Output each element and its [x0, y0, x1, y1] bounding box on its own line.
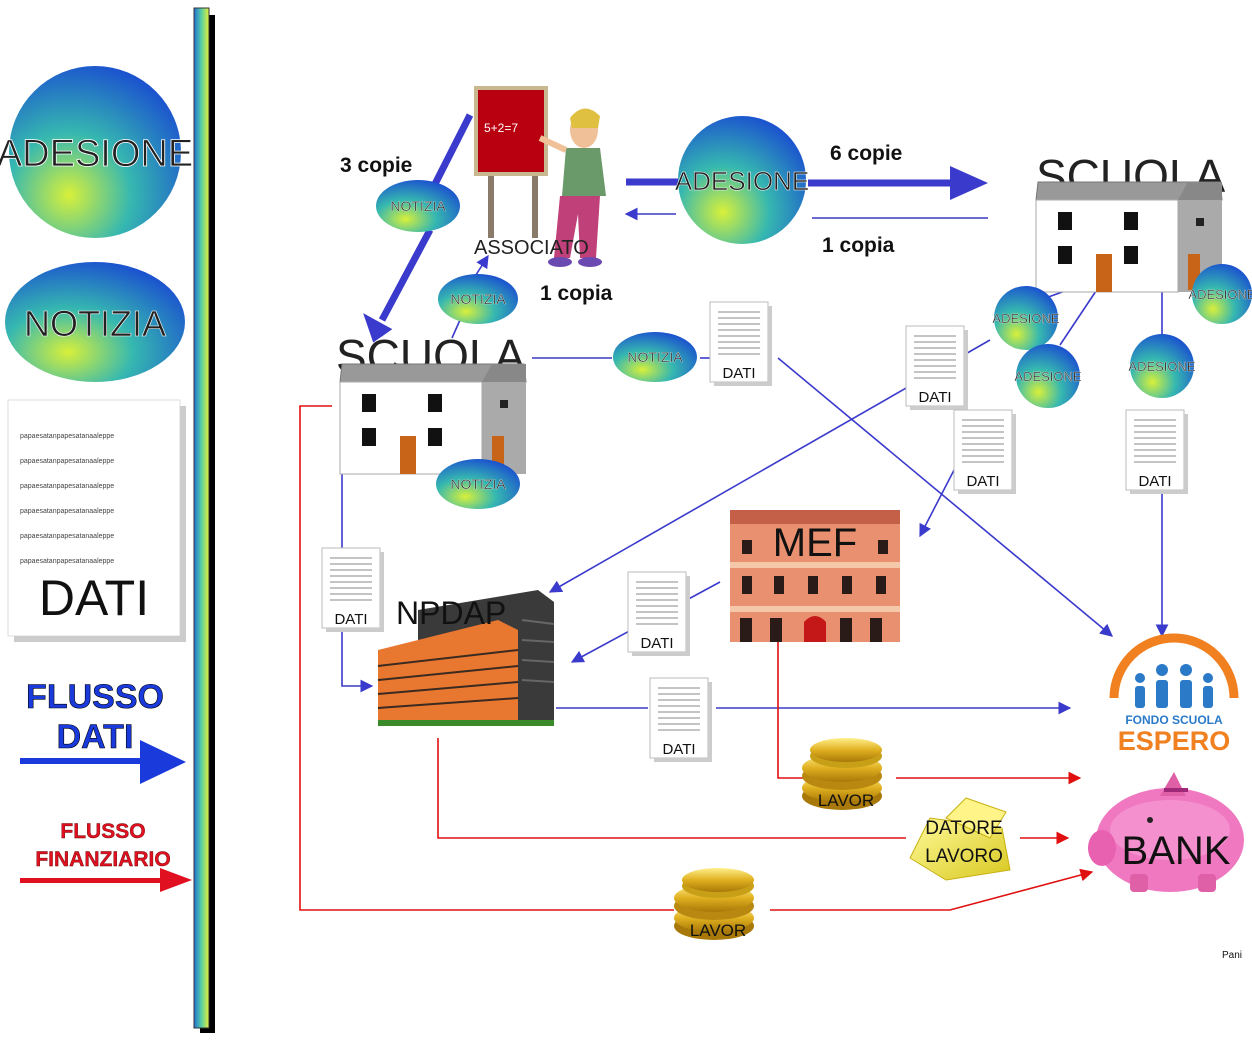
datore-label-line2: LAVORO [925, 846, 1003, 867]
svg-text:DATI: DATI [966, 473, 999, 490]
notizia-ellipse: NOTIZIA [436, 459, 520, 509]
svg-text:NOTIZIA: NOTIZIA [627, 349, 683, 365]
scuola-right: SCUOLA [1035, 150, 1225, 293]
dati-document: DATI [627, 571, 691, 657]
notizia-ellipse: NOTIZIA [613, 332, 697, 382]
legend-doc-line: papaesatanpapesatanaaleppe [20, 558, 114, 565]
inpdap-label: NPDAP [396, 595, 506, 631]
espero-bottom-label: ESPERO [1118, 726, 1231, 756]
notizia-ellipse: NOTIZIA [438, 274, 518, 324]
dati-document: DATI [321, 547, 385, 633]
svg-text:DATI: DATI [722, 365, 755, 382]
adesione-ball-small: ADESIONE [1014, 344, 1082, 408]
mef-building: MEF [730, 510, 900, 642]
associato-chalkboard: 5+2=7 [474, 86, 548, 238]
dati-document: DATI [953, 409, 1017, 495]
adesione-ball-small: ADESIONE [992, 286, 1060, 350]
svg-text:ADESIONE: ADESIONE [992, 311, 1060, 326]
legend-notizia-label: NOTIZIA [24, 303, 166, 344]
legend-flusso-fin-line2: FINANZIARIO [35, 848, 170, 871]
svg-text:ADESIONE: ADESIONE [1014, 369, 1082, 384]
svg-text:NOTIZIA: NOTIZIA [450, 476, 506, 492]
legend-divider-bar [193, 7, 210, 1029]
svg-text:DATI: DATI [640, 635, 673, 652]
legend-flusso-finanziario: FLUSSO FINANZIARIO [20, 820, 192, 892]
coin-stack: LAVOR [802, 738, 882, 810]
legend-dati-document: papaesatanpapesatanaaleppe papaesatanpap… [7, 399, 186, 642]
svg-text:ADESIONE: ADESIONE [1188, 287, 1252, 302]
svg-text:DATI: DATI [1138, 473, 1171, 490]
espero-top-label: FONDO SCUOLA [1125, 713, 1223, 727]
legend-notizia-ellipse: NOTIZIA [5, 262, 185, 382]
legend-doc-line: papaesatanpapesatanaaleppe [20, 458, 114, 465]
adesione-ball-small: ADESIONE [1188, 264, 1252, 324]
dati-document: DATI [1125, 409, 1189, 495]
adesione-center-label: ADESIONE [675, 166, 809, 196]
svg-text:DATI: DATI [918, 389, 951, 406]
corner-text: Pani [1222, 950, 1242, 961]
legend-adesione-label: ADESIONE [0, 133, 193, 175]
teacher-figure [538, 108, 606, 267]
svg-text:NOTIZIA: NOTIZIA [390, 198, 446, 214]
svg-text:NOTIZIA: NOTIZIA [450, 291, 506, 307]
inpdap-building: NPDAP [377, 590, 555, 726]
bank-piggy: BANK [1088, 772, 1244, 892]
legend-adesione-ball: ADESIONE [0, 66, 194, 238]
money-flow-lines [299, 405, 1094, 911]
label-1-copia-right: 1 copia [822, 234, 895, 257]
legend-flusso-dati-line1: FLUSSO [26, 678, 164, 716]
dati-document: DATI [905, 325, 969, 411]
legend-flusso-fin-line1: FLUSSO [60, 820, 145, 843]
svg-text:ADESIONE: ADESIONE [1128, 359, 1196, 374]
lavor-label-2: LAVOR [690, 921, 746, 940]
svg-text:DATI: DATI [662, 741, 695, 758]
lavor-label-1: LAVOR [818, 791, 874, 810]
mef-label: MEF [773, 521, 857, 565]
dati-document: DATI [709, 301, 773, 387]
legend-flusso-dati: FLUSSO DATI [20, 678, 186, 784]
dati-document: DATI [649, 677, 713, 763]
datore-label-line1: DATORE [925, 818, 1002, 839]
legend-doc-line: papaesatanpapesatanaaleppe [20, 508, 114, 515]
coin-stack: LAVOR [674, 868, 754, 940]
legend-dati-label: DATI [39, 570, 149, 626]
legend-doc-line: papaesatanpapesatanaaleppe [20, 533, 114, 540]
bank-label: BANK [1122, 829, 1231, 873]
gold-bars: DATORE LAVORO [909, 797, 1011, 881]
label-6-copie: 6 copie [830, 142, 902, 165]
legend-doc-line: papaesatanpapesatanaaleppe [20, 433, 114, 440]
label-3-copie: 3 copie [340, 154, 412, 177]
label-1-copia-left: 1 copia [540, 282, 613, 305]
svg-text:DATI: DATI [334, 611, 367, 628]
associato-label: ASSOCIATO [474, 237, 589, 259]
thick-arrows [363, 113, 988, 343]
notizia-ellipse: NOTIZIA [376, 180, 460, 232]
legend-doc-line: papaesatanpapesatanaaleppe [20, 483, 114, 490]
adesione-ball-center: ADESIONE [675, 116, 809, 244]
chalkboard-equation: 5+2=7 [484, 121, 518, 135]
legend-flusso-dati-line2: DATI [57, 718, 134, 756]
adesione-ball-small: ADESIONE [1128, 334, 1196, 398]
espero-logo: FONDO SCUOLA ESPERO [1109, 633, 1239, 756]
scuola-left: SCUOLA [336, 330, 527, 475]
